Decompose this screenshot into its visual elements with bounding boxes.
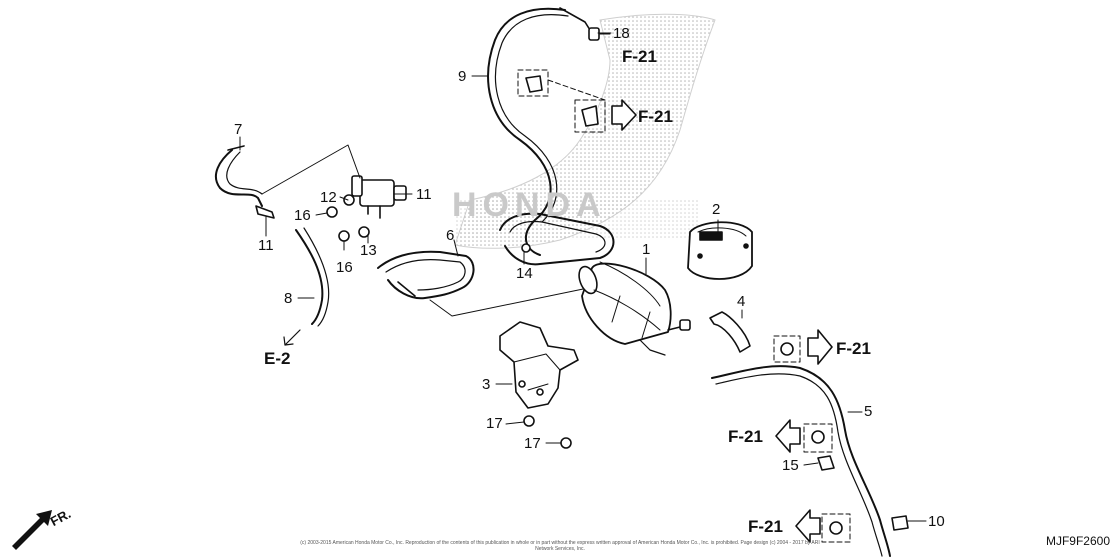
dashed-leader-top xyxy=(547,79,606,101)
callout-12: 11 xyxy=(416,186,432,203)
callout-14: 14 xyxy=(516,265,533,282)
ref-f21-top[interactable]: F-21 xyxy=(622,47,657,66)
dashed-box-top-b xyxy=(574,99,606,133)
callout-9: 9 xyxy=(458,68,467,85)
front-arrow-icon xyxy=(12,510,52,550)
clip-top-b xyxy=(581,105,599,127)
nut-13-b xyxy=(358,226,370,238)
callout-6: 6 xyxy=(446,227,455,244)
ref-f21-left-bottom[interactable]: F-21 xyxy=(748,517,783,536)
callout-13-b: 13 xyxy=(360,242,377,259)
arrow-f21-left-mid xyxy=(775,419,801,453)
hose-4 xyxy=(709,311,751,353)
leader-6-to-canister xyxy=(429,287,589,317)
leader-lines xyxy=(239,32,927,522)
callout-17-b: 17 xyxy=(524,435,541,452)
nut-16-a xyxy=(326,206,338,218)
clip-14 xyxy=(521,243,531,253)
connector-18 xyxy=(588,27,611,41)
dashed-box-top-a xyxy=(517,69,549,97)
hose-6 xyxy=(377,250,475,300)
bolt-17-b xyxy=(560,437,572,449)
nut-16-b xyxy=(338,230,350,242)
clip-right-a xyxy=(780,342,794,356)
copyright-notice: (c) 2003-2015 American Honda Motor Co., … xyxy=(300,540,820,552)
drawing-code: MJF9F2600 xyxy=(1045,534,1110,548)
hose-6-inner xyxy=(385,259,466,291)
callout-15: 15 xyxy=(782,457,799,474)
leader-12-to-valve xyxy=(261,144,361,195)
arrow-e2 xyxy=(284,329,301,346)
callout-13-a: 12 xyxy=(320,189,337,206)
hose-9-inner xyxy=(494,14,569,223)
callout-16-b: 16 xyxy=(336,259,353,276)
brand-watermark: HONDA xyxy=(452,186,607,224)
canister-1 xyxy=(578,261,691,356)
callout-4: 4 xyxy=(737,293,746,310)
hose-6-lower xyxy=(397,281,416,297)
bolt-17-a xyxy=(523,415,535,427)
hose-7-tube xyxy=(227,145,245,151)
fitting-11 xyxy=(255,205,275,219)
callout-17-a: 17 xyxy=(486,415,503,432)
callout-1: 1 xyxy=(642,241,651,258)
callout-18: 18 xyxy=(613,25,630,42)
hose-7 xyxy=(214,149,263,207)
clip-10 xyxy=(891,515,909,531)
arrow-f21-left-bottom xyxy=(795,509,821,543)
callout-10: 10 xyxy=(928,513,945,530)
clip-right-b xyxy=(811,430,825,444)
hose-5 xyxy=(711,365,891,557)
honda-wing-watermark xyxy=(454,13,716,249)
clip-right-c xyxy=(829,521,843,535)
dashed-box-right-b xyxy=(803,423,833,453)
hose-5-inner xyxy=(715,373,883,557)
ref-f21-left-mid[interactable]: F-21 xyxy=(728,427,763,446)
callout-2: 2 xyxy=(712,201,721,218)
solenoid-valve-12 xyxy=(351,175,407,219)
nut-13-a xyxy=(343,194,355,206)
dashed-box-right-a xyxy=(773,335,801,363)
bracket-3 xyxy=(499,321,579,409)
hose-7-inner xyxy=(226,151,263,195)
hose-14-loop-inner xyxy=(509,220,606,253)
band-2 xyxy=(687,221,753,280)
ref-f21-upper[interactable]: F-21 xyxy=(638,107,673,126)
arrow-f21-top xyxy=(611,99,637,131)
callout-3: 3 xyxy=(482,376,491,393)
callout-8: 8 xyxy=(284,290,293,307)
clip-top-a xyxy=(525,75,543,93)
hose-9-top-end xyxy=(559,7,591,31)
ref-e2[interactable]: E-2 xyxy=(264,349,291,368)
callout-16-a: 16 xyxy=(294,207,311,224)
callout-7: 7 xyxy=(234,121,243,138)
clip-15 xyxy=(817,455,835,471)
callout-11: 11 xyxy=(258,237,274,254)
hose-8 xyxy=(295,229,324,325)
callout-5: 5 xyxy=(864,403,873,420)
hose-8-inner xyxy=(303,227,330,327)
hose-9 xyxy=(487,7,566,256)
dashed-box-right-c xyxy=(821,513,851,543)
hose-14-loop xyxy=(499,212,615,266)
ref-f21-right[interactable]: F-21 xyxy=(836,339,871,358)
arrow-f21-mid xyxy=(807,329,833,365)
